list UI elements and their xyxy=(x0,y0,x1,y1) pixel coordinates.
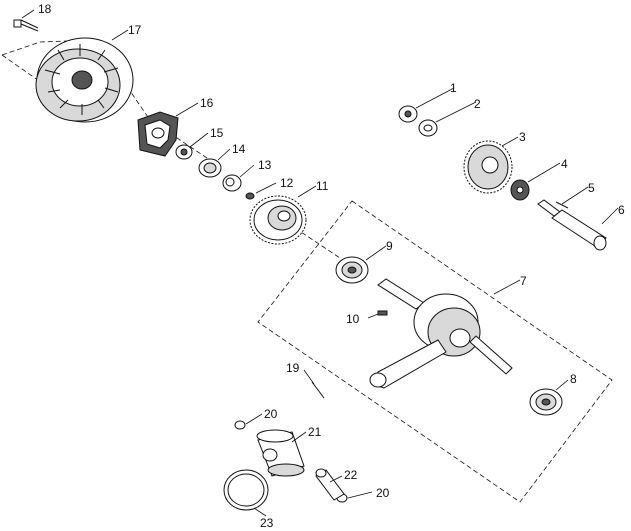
callout-11: 11 xyxy=(316,179,329,193)
callout-13: 13 xyxy=(258,158,272,172)
callout-23: 23 xyxy=(260,516,274,530)
ring-part xyxy=(223,469,269,511)
callout-15: 15 xyxy=(210,126,224,140)
callout-1: 1 xyxy=(450,81,457,95)
shaft-part xyxy=(551,209,607,251)
callout-2: 2 xyxy=(474,97,481,111)
shaft-axis-guide xyxy=(294,227,341,259)
washer-part xyxy=(418,119,438,137)
pin-part xyxy=(377,310,388,316)
clip-part xyxy=(234,420,348,503)
callout-12: 12 xyxy=(280,176,294,190)
washer-part xyxy=(175,144,193,160)
key-part xyxy=(245,192,255,200)
crankshaft-part xyxy=(369,278,513,389)
leader-lines xyxy=(21,9,619,517)
flywheel-axis-guide-2 xyxy=(1,54,56,93)
callout-7: 7 xyxy=(520,274,527,288)
callout-17: 17 xyxy=(128,23,142,37)
callout-21: 21 xyxy=(308,425,322,439)
bolt-part xyxy=(13,19,39,32)
callout-20-top: 20 xyxy=(264,407,278,421)
bearing-part xyxy=(198,158,222,178)
pin-part xyxy=(311,381,325,399)
callout-14: 14 xyxy=(232,142,246,156)
crankshaft-group-outline xyxy=(257,200,613,503)
spacer-part xyxy=(222,174,242,192)
callout-20-bottom: 20 xyxy=(376,486,390,500)
callout-9: 9 xyxy=(386,239,393,253)
callout-6: 6 xyxy=(618,203,625,217)
callout-labels: 1 2 3 4 5 6 7 8 9 10 11 12 13 14 15 16 1… xyxy=(38,2,625,530)
callout-16: 16 xyxy=(200,96,214,110)
callout-18: 18 xyxy=(38,2,52,16)
bearing-part xyxy=(529,388,563,416)
flywheel-part xyxy=(35,37,134,123)
bearing-part xyxy=(335,256,369,284)
nut-part xyxy=(398,105,418,123)
callout-22: 22 xyxy=(344,468,358,482)
gear-part xyxy=(510,179,530,201)
callout-5: 5 xyxy=(588,181,595,195)
stator-part xyxy=(137,111,179,157)
gear-part xyxy=(249,195,307,245)
callout-10: 10 xyxy=(346,312,360,326)
pin-part xyxy=(315,468,345,501)
callout-19: 19 xyxy=(286,361,300,375)
gear-part xyxy=(463,140,513,194)
piston-part xyxy=(256,429,305,477)
callout-8: 8 xyxy=(570,372,577,386)
callout-3: 3 xyxy=(519,130,526,144)
callout-4: 4 xyxy=(561,157,568,171)
